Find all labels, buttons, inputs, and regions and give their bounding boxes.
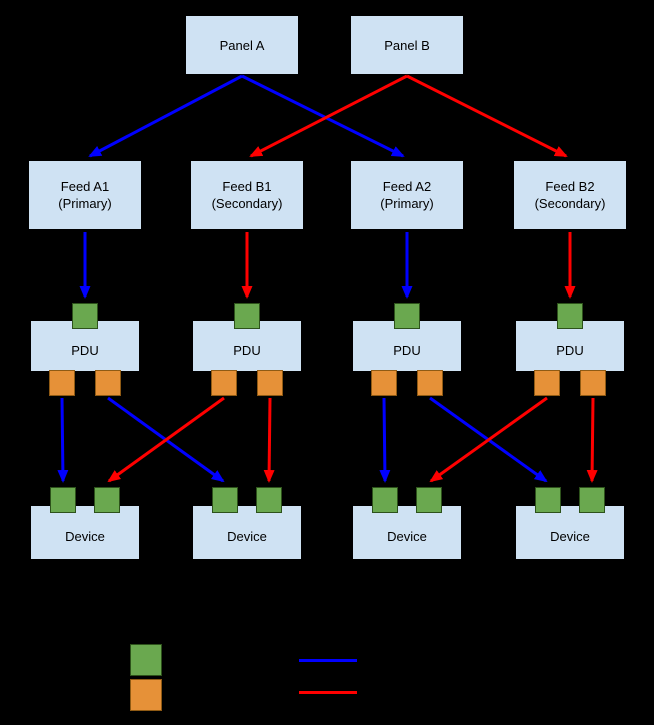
feed-a1-type: (Primary) — [58, 196, 112, 211]
primary-path-line-icon — [299, 659, 357, 662]
pdu-2-output-port-right — [257, 370, 283, 396]
feed-a2-name: Feed A2 — [382, 179, 432, 194]
feed-a1-node: Feed A1 (Primary) — [28, 160, 142, 230]
edge-panel-b-to-feed-b1 — [249, 74, 408, 158]
feed-a2-node: Feed A2 (Primary) — [350, 160, 464, 230]
device-2-input-port-right — [256, 487, 282, 513]
edge-panel-a-to-feed-a2 — [241, 74, 405, 158]
pdu-1-label: PDU — [71, 342, 99, 358]
feed-b1-name: Feed B1 — [222, 179, 272, 194]
feed-b1-node: Feed B1 (Secondary) — [190, 160, 304, 230]
device-3-label: Device — [387, 529, 427, 544]
device-3-input-port-left — [372, 487, 398, 513]
panel-a-label: Panel A — [219, 37, 265, 53]
output-port-swatch-icon — [130, 679, 162, 711]
edge-pdu-4-to-device-3 — [429, 396, 548, 483]
device-4-node: Device — [515, 505, 625, 560]
pdu-4-output-port-right — [580, 370, 606, 396]
feed-a1-name: Feed A1 — [60, 179, 110, 194]
pdu-2-output-port-left — [211, 370, 237, 396]
pdu-3-output-port-right — [417, 370, 443, 396]
panel-b-label: Panel B — [384, 37, 430, 53]
device-4-label: Device — [550, 529, 590, 544]
edge-pdu-2-to-device-2 — [263, 397, 275, 483]
feed-b1-type: (Secondary) — [211, 196, 283, 211]
pdu-4-label: PDU — [556, 342, 584, 358]
device-1-node: Device — [30, 505, 140, 560]
pdu-4-node: PDU — [515, 320, 625, 372]
pdu-3-label: PDU — [393, 342, 421, 358]
edge-pdu-3-to-device-4 — [429, 396, 548, 483]
device-2-node: Device — [192, 505, 302, 560]
edge-pdu-1-to-device-2 — [107, 396, 225, 483]
pdu-2-label: PDU — [233, 342, 261, 358]
edge-pdu-4-to-device-4 — [586, 397, 598, 483]
pdu-2-input-port — [234, 303, 260, 329]
feed-b2-type: (Secondary) — [534, 196, 606, 211]
pdu-1-output-port-right — [95, 370, 121, 396]
pdu-3-input-port — [394, 303, 420, 329]
pdu-1-output-port-left — [49, 370, 75, 396]
edge-pdu-2-to-device-1 — [107, 396, 225, 483]
pdu-4-input-port — [557, 303, 583, 329]
panel-a-node: Panel A — [185, 15, 299, 75]
panel-b-node: Panel B — [350, 15, 464, 75]
feed-b2-node: Feed B2 (Secondary) — [513, 160, 627, 230]
device-3-input-port-right — [416, 487, 442, 513]
feed-a2-type: (Primary) — [380, 196, 434, 211]
device-4-input-port-left — [535, 487, 561, 513]
pdu-3-output-port-left — [371, 370, 397, 396]
edge-pdu-1-to-device-1 — [57, 397, 69, 483]
device-1-label: Device — [65, 529, 105, 544]
device-2-label: Device — [227, 529, 267, 544]
edge-panel-a-to-feed-a1 — [88, 74, 243, 158]
pdu-4-output-port-left — [534, 370, 560, 396]
pdu-2-node: PDU — [192, 320, 302, 372]
edge-pdu-3-to-device-3 — [379, 397, 391, 483]
device-2-input-port-left — [212, 487, 238, 513]
secondary-path-line-icon — [299, 691, 357, 694]
input-port-swatch-icon — [130, 644, 162, 676]
device-4-input-port-right — [579, 487, 605, 513]
device-1-input-port-right — [94, 487, 120, 513]
pdu-1-input-port — [72, 303, 98, 329]
edge-panel-b-to-feed-b2 — [406, 74, 568, 158]
feed-b2-name: Feed B2 — [545, 179, 595, 194]
device-1-input-port-left — [50, 487, 76, 513]
device-3-node: Device — [352, 505, 462, 560]
